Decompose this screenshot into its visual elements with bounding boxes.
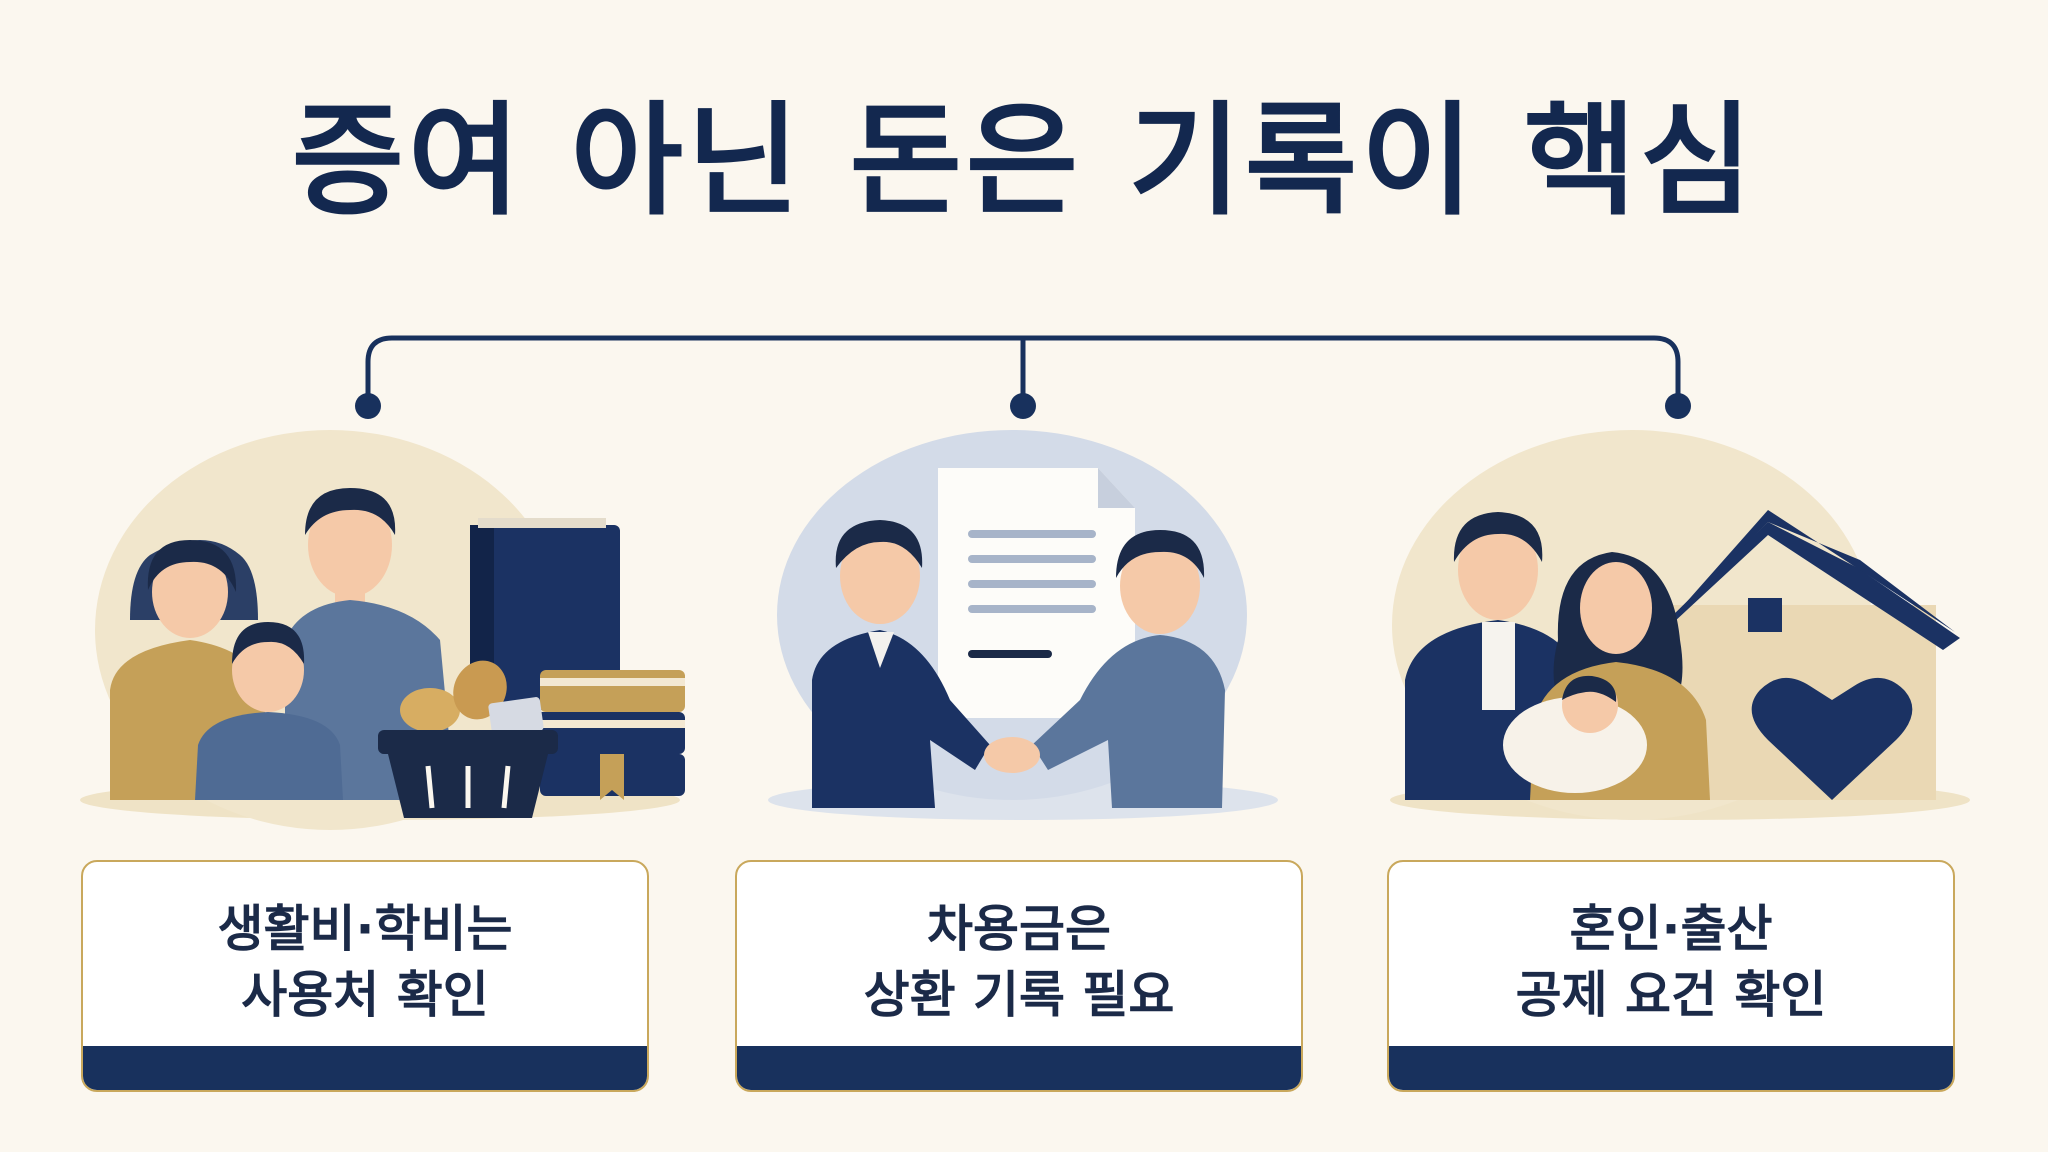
connector-dot-center (1010, 393, 1036, 419)
card-footer-bar (737, 1046, 1301, 1090)
document-icon (938, 468, 1135, 718)
connector-dot-left (355, 393, 381, 419)
connector-tree (365, 335, 1681, 400)
handshake-illustration (768, 430, 1278, 820)
connector-dot-right (1665, 393, 1691, 419)
heart-icon (1751, 677, 1913, 800)
couple-house-illustration (1390, 430, 1970, 820)
books-icon (470, 518, 685, 800)
card-label: 차용금은 상환 기록 필요 (737, 896, 1301, 1028)
card-living-school-expenses: 생활비·학비는 사용처 확인 (81, 860, 649, 1092)
card-marriage-birth-deduction: 혼인·출산 공제 요건 확인 (1387, 860, 1955, 1092)
card-label: 생활비·학비는 사용처 확인 (83, 896, 647, 1028)
card-loan-repayment: 차용금은 상환 기록 필요 (735, 860, 1303, 1092)
card-label-line2: 공제 요건 확인 (1515, 966, 1827, 1024)
basket-icon (378, 660, 558, 818)
card-footer-bar (83, 1046, 647, 1090)
card-label-line2: 상환 기록 필요 (863, 966, 1175, 1024)
card-label-line1: 차용금은 (927, 900, 1111, 958)
page-title: 증여 아닌 돈은 기록이 핵심 (291, 90, 1757, 232)
card-label-line1: 혼인·출산 (1569, 900, 1773, 958)
card-label-line2: 사용처 확인 (241, 966, 489, 1024)
card-label-line1: 생활비·학비는 (217, 900, 513, 958)
card-footer-bar (1389, 1046, 1953, 1090)
card-label: 혼인·출산 공제 요건 확인 (1389, 896, 1953, 1028)
